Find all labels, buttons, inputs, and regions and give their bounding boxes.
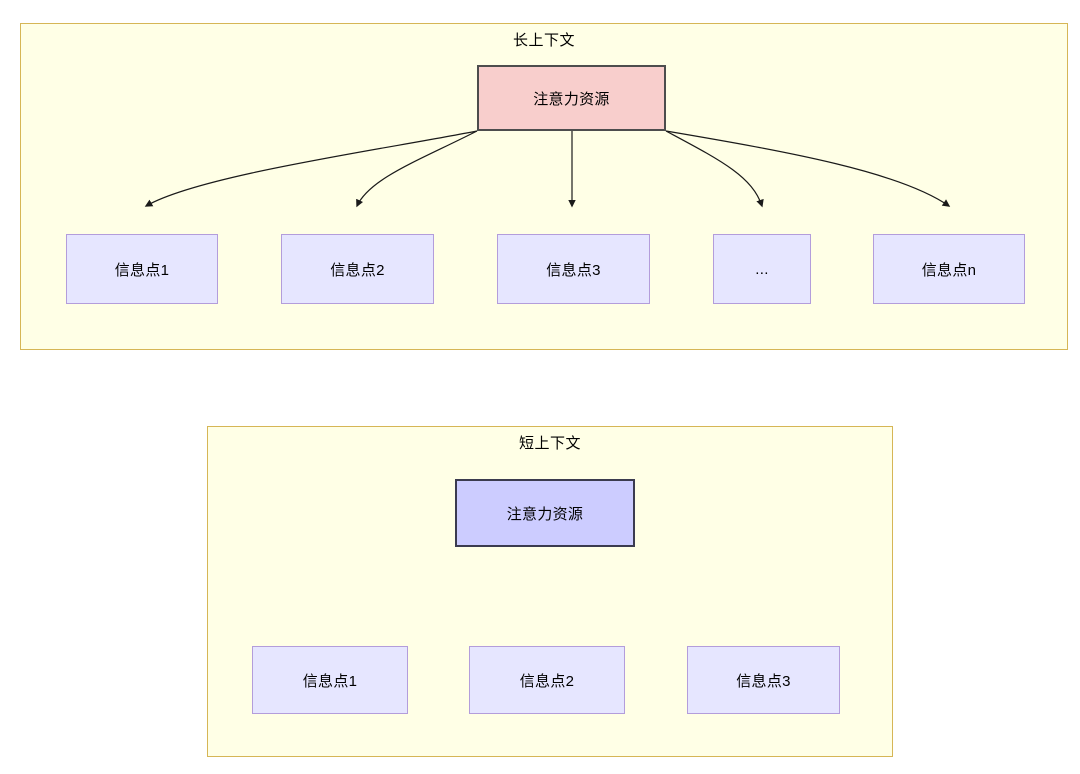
node-long-attention-resource[interactable]: 注意力资源 (477, 65, 666, 131)
node-short-info-2[interactable]: 信息点2 (469, 646, 625, 714)
node-short-info-1[interactable]: 信息点1 (252, 646, 408, 714)
node-long-info-n[interactable]: 信息点n (873, 234, 1025, 304)
group-short-context-title: 短上下文 (518, 435, 581, 452)
node-long-info-2[interactable]: 信息点2 (281, 234, 434, 304)
node-long-info-1[interactable]: 信息点1 (66, 234, 218, 304)
node-short-info-3[interactable]: 信息点3 (687, 646, 840, 714)
group-long-context-title: 长上下文 (512, 32, 575, 49)
node-short-attention-resource[interactable]: 注意力资源 (455, 479, 635, 547)
node-long-info-ellipsis[interactable]: ... (713, 234, 811, 304)
node-long-info-3[interactable]: 信息点3 (497, 234, 650, 304)
